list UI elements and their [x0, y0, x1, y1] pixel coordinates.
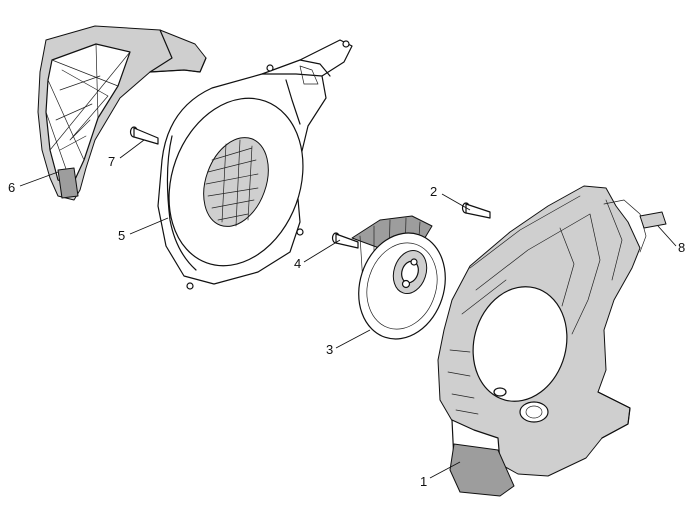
- part-3-impeller: [351, 215, 446, 340]
- callout-4: 4: [294, 256, 301, 271]
- part-6-blower-tube: [37, 25, 207, 201]
- leader-lines: [19, 139, 677, 479]
- callout-7: 7: [108, 154, 115, 169]
- part-1-main-housing: [437, 185, 647, 497]
- callout-1: 1: [420, 474, 427, 489]
- part-8-label: [639, 211, 667, 229]
- part-4-screw: [331, 232, 359, 249]
- callout-8: 8: [678, 240, 685, 255]
- callout-5: 5: [118, 228, 125, 243]
- part-7-screw: [129, 126, 159, 145]
- callout-3: 3: [326, 342, 333, 357]
- callout-6: 6: [8, 180, 15, 195]
- part-5-fan-housing: [157, 39, 353, 290]
- callout-2: 2: [430, 184, 437, 199]
- part-2-screw: [461, 202, 491, 219]
